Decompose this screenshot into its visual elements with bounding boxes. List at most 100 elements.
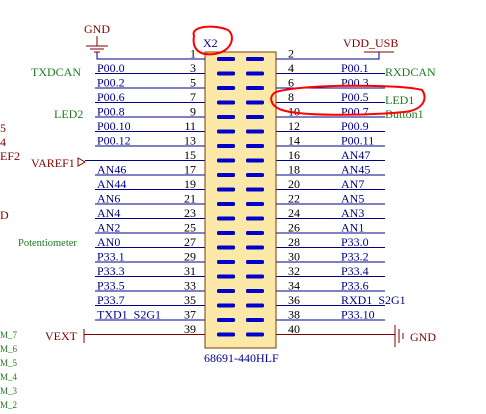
left-net-label: P00.6 xyxy=(97,90,125,104)
right-net-label: AN7 xyxy=(341,177,364,191)
left-pin-number: 11 xyxy=(184,119,196,133)
right-contact xyxy=(246,71,264,76)
right-pin-number: 18 xyxy=(288,163,300,177)
right-net-label: AN47 xyxy=(341,148,370,162)
right-pin-number: 10 xyxy=(288,105,300,119)
right-pin-number: 26 xyxy=(288,221,300,235)
right-pin-number: 8 xyxy=(288,90,294,104)
left-pin-number: 21 xyxy=(184,192,196,206)
right-pin-number: 36 xyxy=(288,293,300,307)
gnd-top-wire xyxy=(96,52,205,60)
vext-label: VEXT xyxy=(45,329,78,343)
varef-partial-label: EF2 xyxy=(0,149,20,163)
left-contact xyxy=(217,144,235,148)
right-net-label: P33.2 xyxy=(341,250,369,264)
right-pin-number: 28 xyxy=(288,235,300,249)
right-net-label: RXD1_S2G1 xyxy=(341,293,406,307)
right-contact xyxy=(246,318,264,322)
left-contact xyxy=(217,129,235,134)
right-net-label: P00.11 xyxy=(341,134,374,148)
left-net-label: AN6 xyxy=(97,192,120,206)
symbols-layer xyxy=(77,36,404,347)
left-net-label: TXD1_S2G1 xyxy=(97,308,161,322)
right-pin-number: 32 xyxy=(288,264,300,278)
left-net-label: P00.0 xyxy=(97,61,125,75)
gnd-top-label: GND xyxy=(84,22,110,36)
varef1-arrow xyxy=(77,157,87,167)
vdd-usb-wire xyxy=(276,52,380,60)
right-net-label: AN3 xyxy=(341,206,364,220)
right-contact xyxy=(246,260,264,264)
right-contact xyxy=(246,289,264,293)
right-net-label: AN1 xyxy=(341,221,364,235)
left-contact xyxy=(217,57,235,61)
left-pin-number: 29 xyxy=(184,250,196,264)
left-net-label: P00.12 xyxy=(97,134,131,148)
text-layer: X2 68691-440HLF GND VDD_USB TXDCAN RXDCA… xyxy=(0,22,436,410)
potentiometer-label: Potentiometer xyxy=(18,238,77,249)
left-pin-number: 15 xyxy=(184,148,196,162)
right-contact xyxy=(246,86,264,90)
left-contact xyxy=(217,115,235,119)
right-net-label: P33.0 xyxy=(341,235,369,249)
right-contact xyxy=(246,216,264,221)
left-contact xyxy=(217,71,235,76)
right-pin-number: 24 xyxy=(288,206,300,220)
right-contact xyxy=(246,231,264,235)
left-contact xyxy=(217,318,235,322)
left-net-label: AN46 xyxy=(97,163,126,177)
left-pin-number: 27 xyxy=(184,235,196,249)
left-pin-number: 9 xyxy=(190,105,196,119)
right-contact xyxy=(246,57,264,61)
left-contact xyxy=(217,100,235,105)
edge-m-label: M_7 xyxy=(0,330,18,340)
right-contact xyxy=(246,100,264,105)
rxdcan-label: RXDCAN xyxy=(385,65,436,79)
left-pin-number: 25 xyxy=(184,221,196,235)
left-net-label: P33.3 xyxy=(97,264,125,278)
right-contact xyxy=(246,245,264,250)
left-pin-number: 31 xyxy=(184,264,196,278)
left-contact xyxy=(217,216,235,221)
left-contact xyxy=(217,173,235,177)
right-net-label: P00.5 xyxy=(341,90,369,104)
right-net-label: P00.3 xyxy=(341,76,369,90)
left-contact xyxy=(217,289,235,293)
edge-4-label: 4 xyxy=(0,135,6,149)
connector-body xyxy=(204,51,277,349)
right-net-label: P00.7 xyxy=(341,105,369,119)
left-net-label: P33.5 xyxy=(97,279,125,293)
part-number-label: 68691-440HLF xyxy=(204,351,279,365)
right-pin-number: 20 xyxy=(288,177,300,191)
led2-label: LED2 xyxy=(54,107,83,121)
txdcan-label: TXDCAN xyxy=(31,65,81,79)
left-net-label: P00.8 xyxy=(97,105,125,119)
left-pin-number: 3 xyxy=(190,61,196,75)
right-pin-number: 40 xyxy=(288,322,300,336)
edge-m-label: M_2 xyxy=(0,400,17,410)
right-pin-number: 14 xyxy=(288,134,300,148)
right-contact xyxy=(246,144,264,148)
left-net-label: P00.10 xyxy=(97,119,131,133)
annotation-layer xyxy=(192,25,426,116)
left-pin-number: 17 xyxy=(184,163,196,177)
right-net-label: P00.1 xyxy=(341,61,369,75)
left-pin-number: 5 xyxy=(190,76,196,90)
left-contact xyxy=(217,274,235,279)
right-contact xyxy=(246,187,264,192)
right-net-label: AN5 xyxy=(341,192,364,206)
designator-label: X2 xyxy=(203,36,218,50)
right-net-label: P33.10 xyxy=(341,308,375,322)
right-pin-number: 30 xyxy=(288,250,300,264)
edge-5-label: 5 xyxy=(0,121,6,135)
left-pin-number: 13 xyxy=(184,134,196,148)
left-net-label: AN0 xyxy=(97,235,120,249)
left-net-label: AN4 xyxy=(97,206,120,220)
edge-m-label: M_4 xyxy=(0,372,18,382)
right-contact xyxy=(246,115,264,119)
designator-highlight xyxy=(192,25,233,56)
edge-d-label: D xyxy=(0,208,9,222)
edge-m-label: M_5 xyxy=(0,358,18,368)
left-net-label: AN44 xyxy=(97,177,126,191)
